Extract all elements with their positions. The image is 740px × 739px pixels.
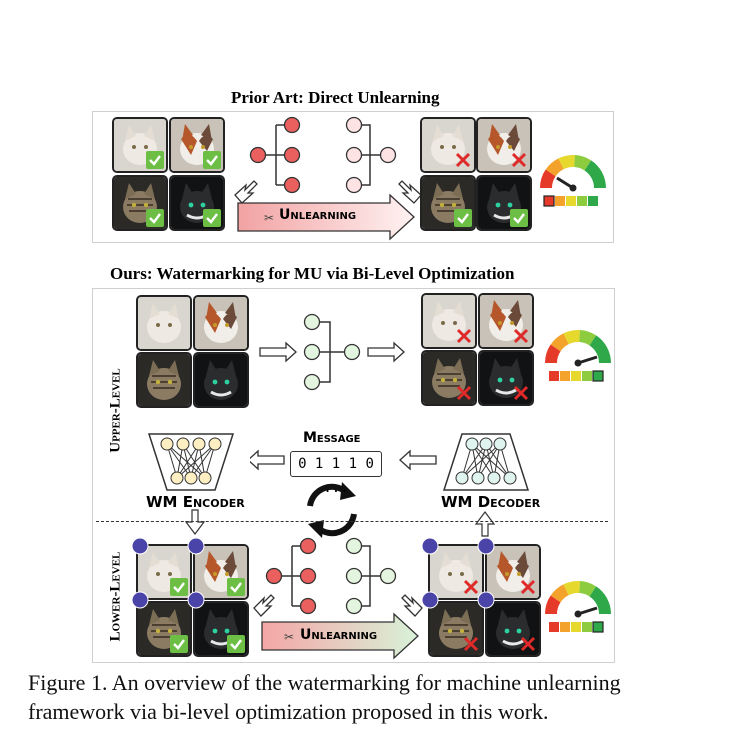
check-icon xyxy=(203,209,221,227)
watermark-badges xyxy=(131,537,495,609)
bottom-title: Ours: Watermarking for MU via Bi-Level O… xyxy=(110,264,515,283)
check-icon xyxy=(170,635,188,653)
check-icon xyxy=(203,151,221,169)
cat-image-black-retained xyxy=(476,175,532,231)
cat-image-white xyxy=(112,117,168,173)
cat-image-calico-wm-forgotten xyxy=(485,544,541,600)
upper-level-label: Upper-Level xyxy=(107,368,124,453)
watermark-badge-icon xyxy=(131,537,149,555)
gauge-icon xyxy=(540,155,606,207)
scissors-icon: ✂ xyxy=(264,211,274,225)
right-arrow-icon xyxy=(367,341,405,363)
original-model-network-icon xyxy=(249,116,301,194)
check-icon xyxy=(227,635,245,653)
upper-level-diagram xyxy=(250,313,437,538)
cross-icon xyxy=(513,328,529,344)
right-arrow-icon xyxy=(259,341,297,363)
cycle-arrows-icon xyxy=(307,482,357,538)
check-icon xyxy=(170,578,188,596)
cross-icon xyxy=(455,152,471,168)
gauge-icon xyxy=(545,581,611,633)
cat-image-calico xyxy=(193,295,249,351)
cat-image-white-wm-forgotten xyxy=(428,544,484,600)
watermark-badge-icon xyxy=(421,591,439,609)
cat-image-white-watermarked xyxy=(136,544,192,600)
cross-icon xyxy=(511,152,527,168)
bidirectional-arrow-icon xyxy=(401,594,423,617)
cat-image-black xyxy=(193,352,249,408)
wm-encoder-network-icon xyxy=(147,433,235,491)
watermarked-original-network-icon xyxy=(265,537,317,615)
up-arrow-icon xyxy=(474,511,496,537)
bidirectional-arrow-icon xyxy=(253,594,275,617)
check-icon xyxy=(510,209,528,227)
unlearning-label-bottom: Unlearning xyxy=(300,627,378,643)
watermark-badge-icon xyxy=(187,537,205,555)
cat-image-black-wm-forgotten xyxy=(485,601,541,657)
left-arrow-icon xyxy=(399,449,437,471)
cat-image-calico-forgotten xyxy=(476,117,532,173)
message-label: Message xyxy=(303,430,361,446)
top-title: Prior Art: Direct Unlearning xyxy=(231,88,440,107)
check-icon xyxy=(227,578,245,596)
bidirectional-arrow-icon xyxy=(234,180,258,204)
cross-icon xyxy=(456,328,472,344)
check-icon xyxy=(146,151,164,169)
cat-image-black xyxy=(169,175,225,231)
cat-image-calico-watermarked xyxy=(193,544,249,600)
cross-icon xyxy=(513,385,529,401)
cross-icon xyxy=(520,636,536,652)
watermark-badge-icon xyxy=(421,537,439,555)
watermark-badge-icon xyxy=(477,591,495,609)
unlearning-label-top: Unlearning xyxy=(279,207,357,223)
figure-caption: Figure 1. An overview of the watermarkin… xyxy=(28,670,621,724)
watermarked-model-network-icon xyxy=(303,313,361,391)
cat-image-tabby-wm-forgotten xyxy=(428,601,484,657)
cat-image-white-forgotten xyxy=(420,117,476,173)
cross-icon xyxy=(463,636,479,652)
cat-image-calico xyxy=(169,117,225,173)
watermarked-unlearned-network-icon xyxy=(345,537,397,615)
wm-decoder-label: WM Decoder xyxy=(441,493,541,511)
check-icon xyxy=(454,209,472,227)
watermark-badge-icon xyxy=(187,591,205,609)
watermark-badge-icon xyxy=(477,537,495,555)
cat-image-white-forgotten xyxy=(421,293,477,349)
cross-icon xyxy=(520,579,536,595)
down-arrow-icon xyxy=(184,509,206,535)
bidirectional-arrow-icon xyxy=(398,180,422,204)
left-arrow-icon xyxy=(250,449,285,471)
cross-icon xyxy=(456,385,472,401)
cat-image-tabby-forgotten xyxy=(421,350,477,406)
cat-image-black-watermarked xyxy=(193,601,249,657)
scissors-icon: ✂ xyxy=(284,630,294,644)
unlearned-model-network-icon xyxy=(345,116,397,194)
lower-level-diagram: ✂ xyxy=(253,537,423,660)
wm-encoder-label: WM Encoder xyxy=(146,493,245,511)
message-value: 0 1 1 1 0 ... xyxy=(290,451,382,496)
watermark-badge-icon xyxy=(131,591,149,609)
cat-image-tabby xyxy=(112,175,168,231)
lower-level-label: Lower-Level xyxy=(107,551,124,642)
cross-icon xyxy=(463,579,479,595)
cat-image-tabby-retained xyxy=(420,175,476,231)
check-icon xyxy=(146,209,164,227)
cat-image-calico-forgotten xyxy=(478,293,534,349)
level-divider xyxy=(96,521,608,522)
prior-art-diagram: ✂ xyxy=(234,116,422,241)
wm-decoder-network-icon xyxy=(442,433,530,491)
cat-image-tabby-watermarked xyxy=(136,601,192,657)
vertical-arrows xyxy=(184,509,496,537)
cat-image-tabby xyxy=(136,352,192,408)
cat-image-black-forgotten xyxy=(478,350,534,406)
cat-image-white xyxy=(136,295,192,351)
gauge-icon xyxy=(545,330,611,382)
